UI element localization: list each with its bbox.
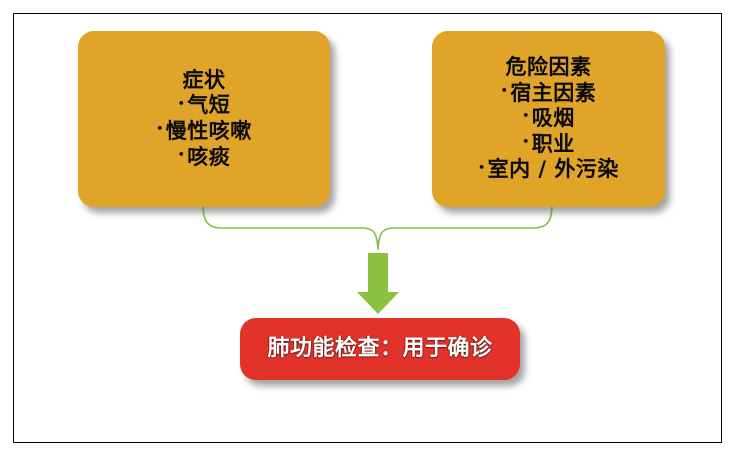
list-item: •气短 [156,93,252,119]
bullet-icon: • [177,96,186,110]
list-item-label: 吸烟 [531,106,575,131]
list-item: •宿主因素 [478,81,619,107]
list-item: •室内 / 外污染 [478,157,619,183]
node-risk-factors-list: •宿主因素 •吸烟 •职业 •室内 / 外污染 [478,81,619,183]
curly-brace-connector [202,204,553,250]
bullet-icon: • [522,135,530,149]
list-item: •咳痰 [156,145,252,171]
bullet-icon: • [500,83,509,97]
list-item-label: 职业 [531,131,575,156]
node-symptoms-list: •气短 •慢性咳嗽 •咳痰 [156,93,252,170]
list-item-label: 咳痰 [187,144,231,169]
node-risk-factors-title: 危险因素 [505,54,592,79]
list-item-label: 宿主因素 [510,80,597,105]
node-symptoms-title: 症状 [182,67,226,92]
down-arrow [357,253,399,314]
node-diagnosis-title: 肺功能检查：用于确诊 [267,335,493,361]
list-item-label: 慢性咳嗽 [165,119,252,143]
list-item: •吸烟 [478,106,619,132]
node-diagnosis[interactable]: 肺功能检查：用于确诊 [240,318,520,380]
list-item: •职业 [478,132,619,158]
bullet-icon: • [522,109,530,123]
bullet-icon: • [156,122,164,136]
bullet-icon: • [478,160,486,174]
node-symptoms[interactable]: 症状 •气短 •慢性咳嗽 •咳痰 [78,31,330,207]
node-risk-factors[interactable]: 危险因素 •宿主因素 •吸烟 •职业 •室内 / 外污染 [432,31,665,207]
list-item-label: 室内 / 外污染 [487,157,619,182]
list-item-label: 气短 [187,93,231,118]
list-item: •慢性咳嗽 [156,119,252,145]
bullet-icon: • [177,147,186,161]
